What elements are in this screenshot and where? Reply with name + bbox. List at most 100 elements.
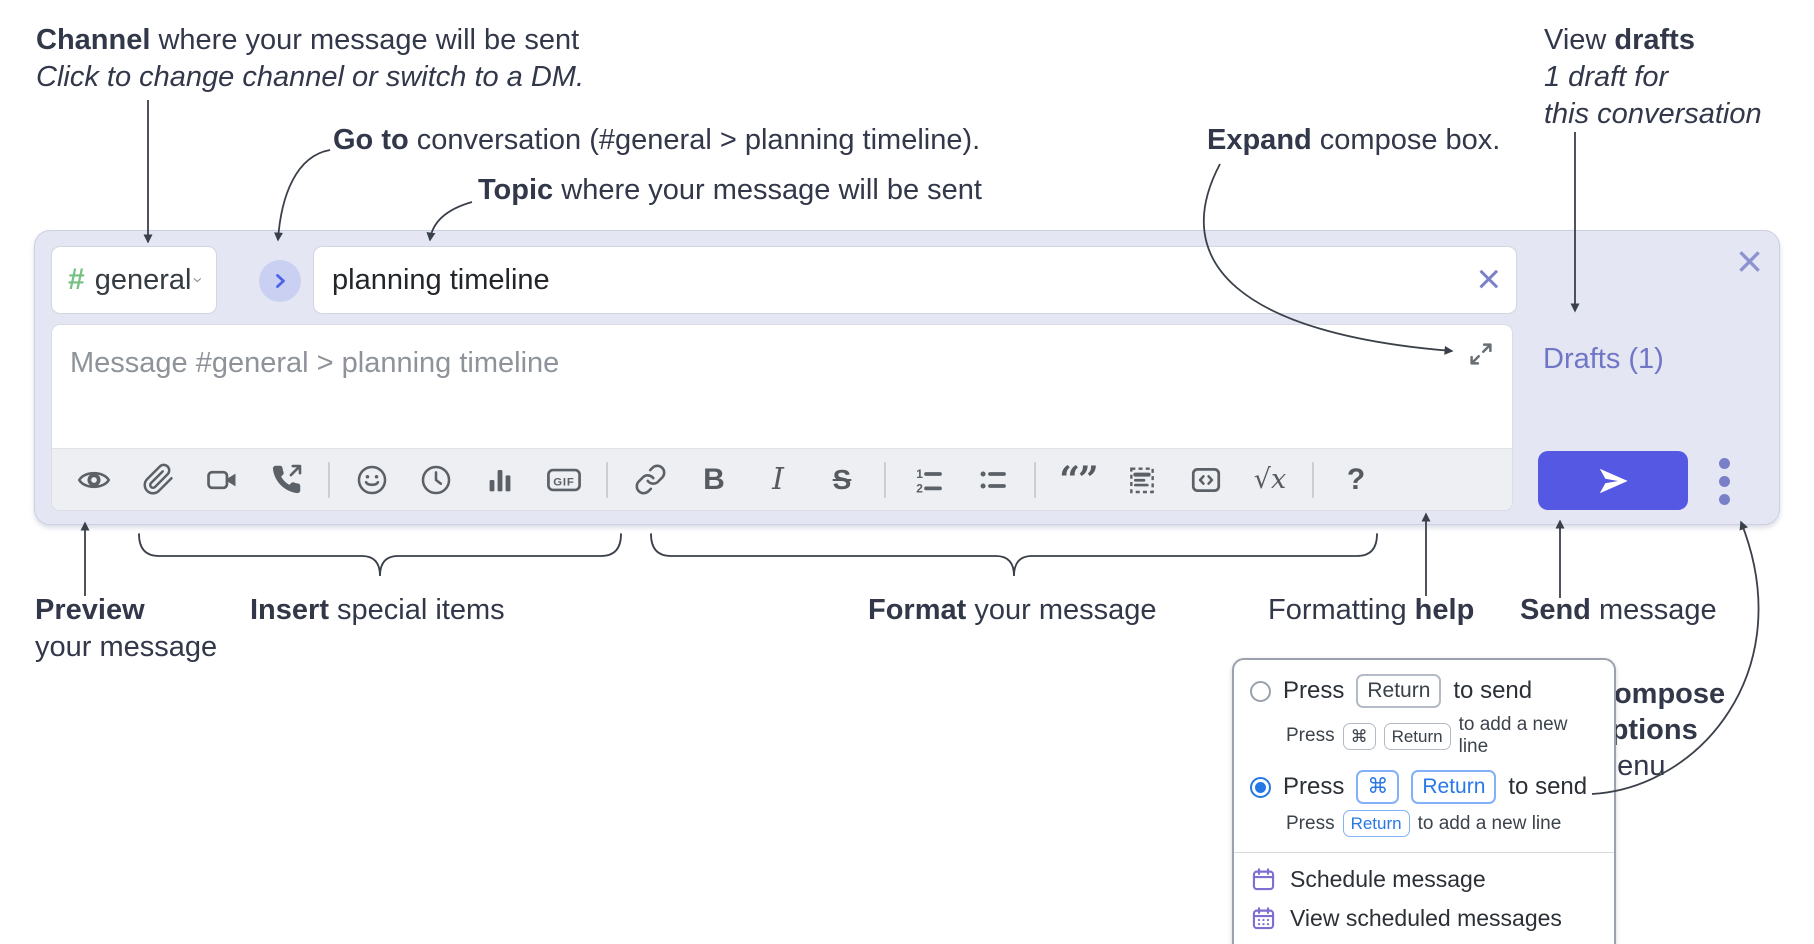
numbered-list-icon: 1 2 — [916, 467, 942, 495]
menu-item-label: View scheduled messages — [1290, 905, 1562, 931]
clear-topic-icon[interactable]: × — [1476, 255, 1501, 302]
svg-text:1: 1 — [916, 467, 923, 481]
channel-selector[interactable]: # general — [51, 246, 217, 314]
bulleted-list-icon — [980, 470, 1006, 489]
question-mark-icon: ? — [1346, 462, 1366, 496]
spoiler-icon — [1130, 466, 1154, 493]
annotation-expand: Expand compose box. — [1207, 124, 1501, 156]
radio-unselected-icon[interactable] — [1250, 680, 1271, 702]
annotation-topic: Topic where your message will be sent — [478, 174, 982, 206]
emoji-button[interactable] — [348, 456, 396, 504]
strikethrough-button[interactable]: S — [818, 456, 866, 504]
channel-name: general — [94, 263, 192, 296]
voice-call-button[interactable] — [262, 456, 310, 504]
ellipsis-dot — [1718, 493, 1730, 505]
quote-button[interactable]: “” — [1054, 456, 1102, 504]
quote-icon: “” — [1059, 458, 1098, 501]
svg-text:2: 2 — [916, 481, 923, 495]
strikethrough-icon: S — [832, 463, 852, 495]
go-to-arrow — [274, 149, 331, 242]
clock-icon — [421, 465, 451, 494]
chevron-down-icon — [194, 278, 202, 283]
annotation-send-message: Send message — [1520, 594, 1717, 626]
italic-icon: I — [772, 461, 784, 497]
poll-button[interactable] — [476, 456, 524, 504]
option-text: Press — [1283, 773, 1345, 800]
calendar-icon — [1252, 868, 1275, 891]
compose-options-button[interactable] — [1702, 453, 1746, 509]
toolbar-divider — [884, 461, 886, 498]
bold-button[interactable]: B — [690, 456, 738, 504]
topic-input-wrap: × — [313, 246, 1517, 314]
kbd-return: Return — [1342, 810, 1410, 837]
message-area: GIF B I — [51, 324, 1513, 511]
paperclip-icon — [143, 463, 173, 495]
go-to-conversation-button[interactable] — [259, 260, 301, 302]
preview-button[interactable] — [70, 456, 118, 504]
menu-item-view-scheduled[interactable]: View scheduled messages — [1234, 899, 1614, 938]
gif-button[interactable]: GIF — [540, 456, 588, 504]
video-camera-icon — [207, 470, 236, 489]
toolbar-divider — [1312, 461, 1314, 498]
ellipsis-dot — [1718, 475, 1730, 487]
annotation-go-to: Go to conversation (#general > planning … — [333, 124, 981, 156]
send-option-return[interactable]: Press Return to send — [1234, 670, 1614, 712]
kbd-cmd: ⌘ — [1356, 770, 1400, 804]
message-input[interactable] — [52, 325, 1512, 448]
send-option-cmd-return-sub: Press Return to add a new line — [1234, 808, 1614, 845]
link-icon — [635, 464, 665, 495]
smiley-icon — [357, 465, 387, 494]
close-compose-icon[interactable]: × — [1736, 235, 1763, 287]
italic-button[interactable]: I — [754, 456, 802, 504]
math-button[interactable]: √x — [1246, 456, 1294, 504]
annotation-view-drafts: View drafts 1 draft for this conversatio… — [1544, 24, 1762, 130]
send-plane-icon — [1599, 468, 1628, 493]
option-text: to send — [1508, 773, 1588, 800]
annotation-preview: Preview your message — [35, 594, 218, 663]
annotation-formatting-help: Formatting help — [1268, 594, 1475, 626]
compose-toolbar: GIF B I — [52, 448, 1512, 510]
topic-input[interactable] — [313, 246, 1517, 314]
option-text: to send — [1453, 677, 1533, 704]
menu-divider — [1234, 852, 1614, 853]
toolbar-divider — [1034, 461, 1036, 498]
radio-selected-icon[interactable] — [1250, 776, 1271, 798]
send-option-cmd-return[interactable]: Press ⌘ Return to send — [1234, 766, 1614, 808]
menu-item-schedule-message[interactable]: Schedule message — [1234, 860, 1614, 899]
ellipsis-dot — [1718, 457, 1730, 469]
code-button[interactable] — [1182, 456, 1230, 504]
option-text: Press — [1283, 677, 1345, 704]
numbered-list-button[interactable]: 1 2 — [904, 456, 952, 504]
formatting-help-button[interactable]: ? — [1332, 456, 1380, 504]
send-option-return-sub: Press ⌘ Return to add a new line — [1286, 714, 1568, 757]
math-icon: √x — [1253, 464, 1287, 495]
compose-box: # general × × — [34, 230, 1780, 525]
bold-icon: B — [703, 462, 725, 496]
attach-file-button[interactable] — [134, 456, 182, 504]
toolbar-divider — [328, 461, 330, 498]
spoiler-button[interactable] — [1118, 456, 1166, 504]
link-button[interactable] — [626, 456, 674, 504]
phone-outgoing-icon — [272, 464, 301, 494]
kbd-return: Return — [1411, 770, 1497, 804]
bulleted-list-button[interactable] — [968, 456, 1016, 504]
channel-hash-icon: # — [68, 263, 85, 296]
drafts-link[interactable]: Drafts (1) — [1543, 343, 1664, 375]
expand-compose-button[interactable] — [1466, 339, 1500, 373]
svg-text:GIF: GIF — [553, 476, 574, 488]
eye-icon — [77, 471, 111, 488]
code-icon — [1191, 467, 1221, 492]
expand-icon — [1470, 343, 1492, 365]
kbd-return: Return — [1383, 722, 1451, 750]
chevron-right-icon — [276, 274, 285, 288]
compose-options-popup: Press Return to send Press ⌘ Return to a… — [1232, 658, 1616, 944]
annotation-format: Format your message — [868, 594, 1157, 626]
video-call-button[interactable] — [198, 456, 246, 504]
calendar-scheduled-icon — [1252, 907, 1275, 930]
global-time-button[interactable] — [412, 456, 460, 504]
kbd-return: Return — [1356, 674, 1442, 708]
send-button[interactable] — [1538, 451, 1688, 510]
toolbar-divider — [606, 461, 608, 498]
annotation-insert: Insert special items — [250, 594, 505, 626]
